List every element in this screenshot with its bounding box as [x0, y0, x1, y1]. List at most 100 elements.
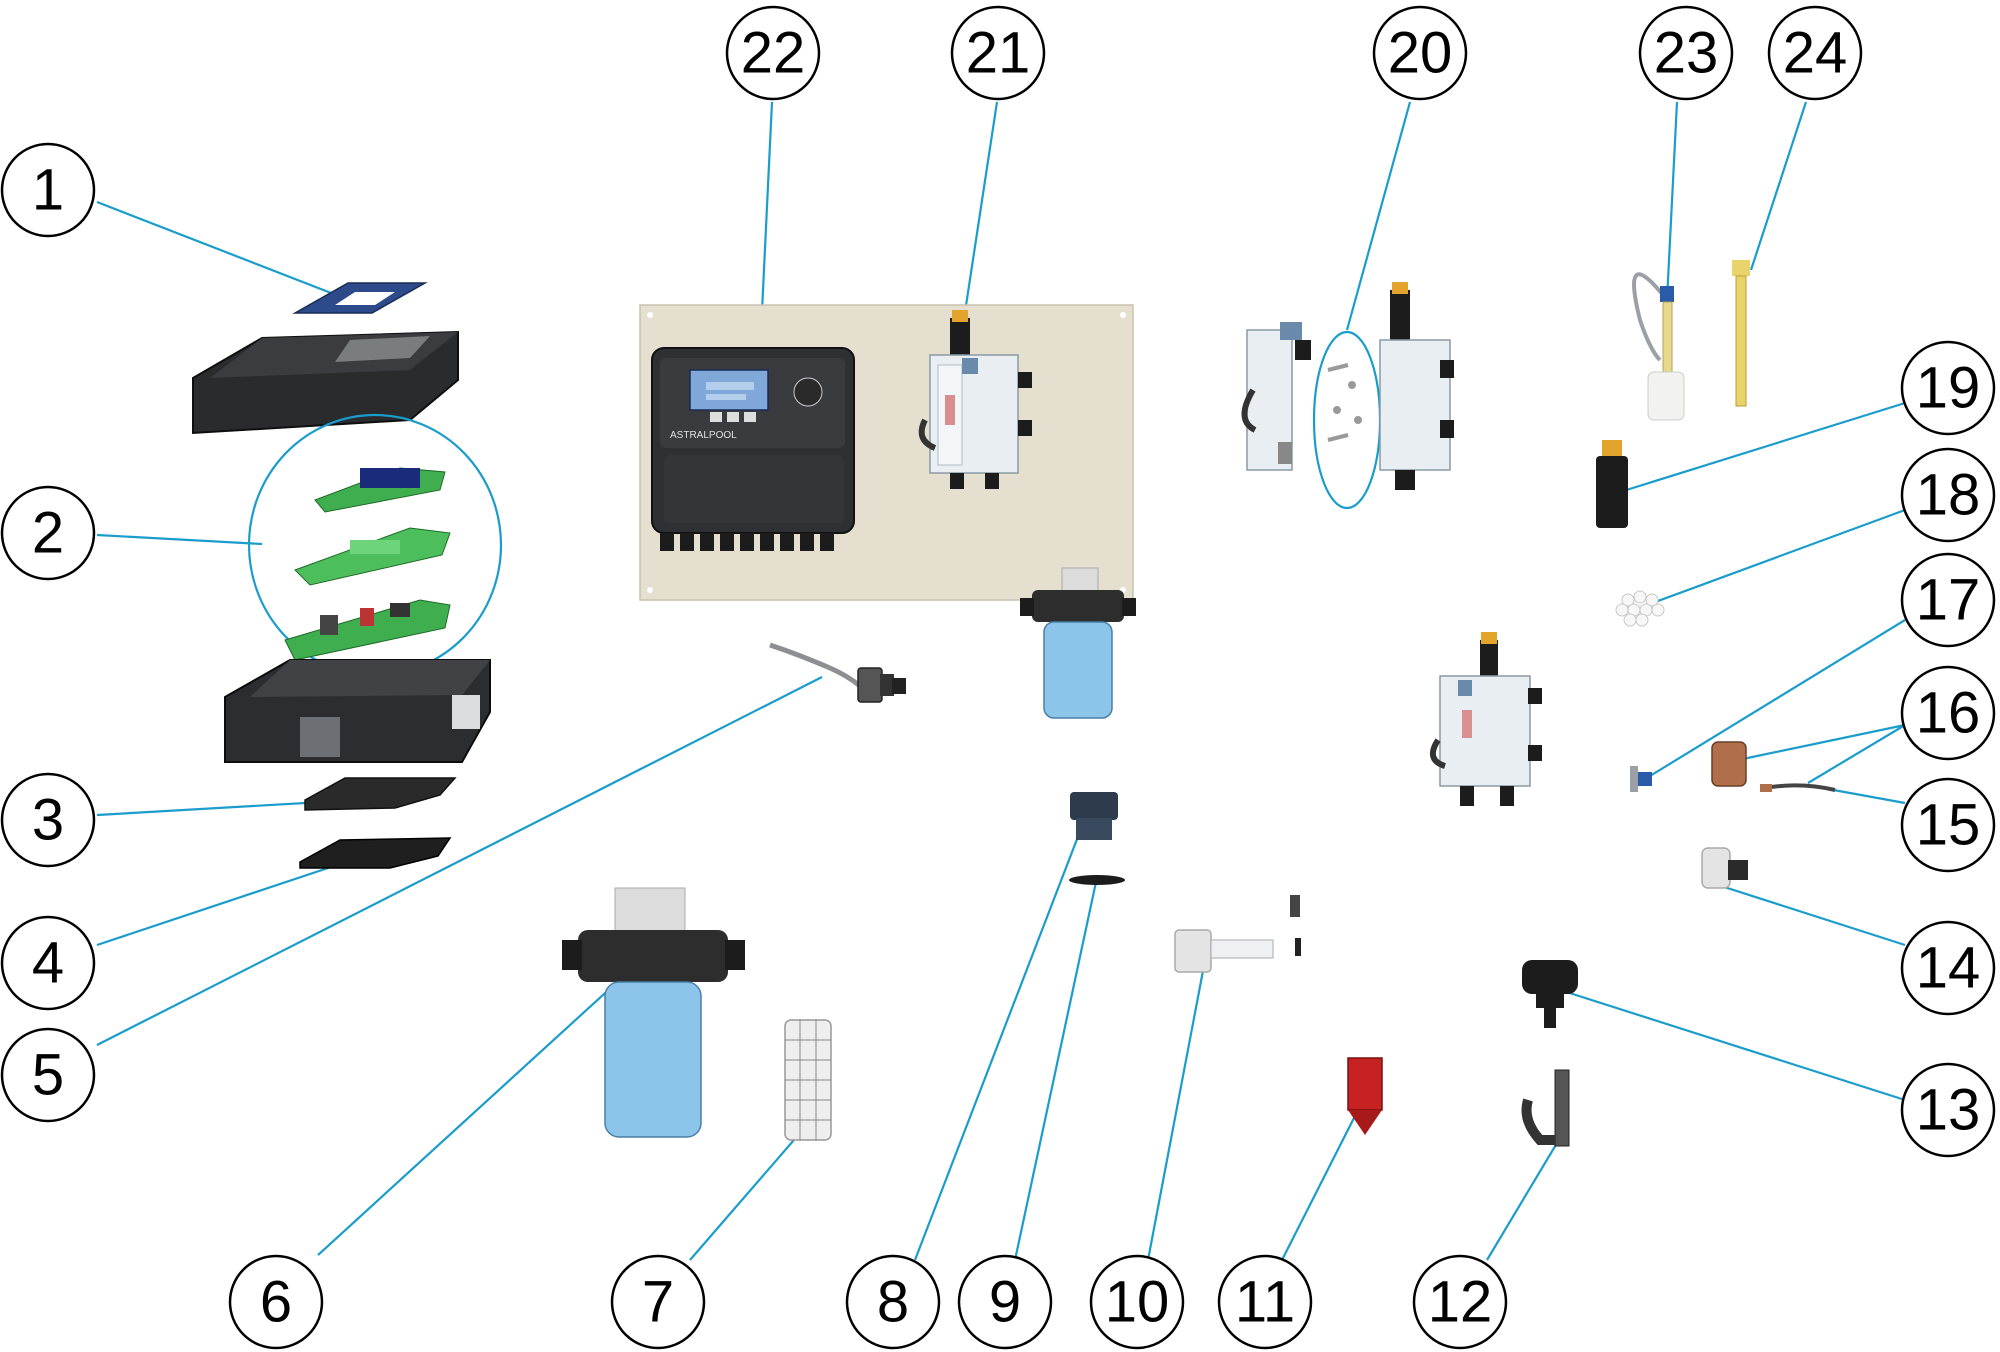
part-9-oring [1069, 875, 1125, 885]
part-11-red-tip [1347, 1057, 1383, 1135]
part-13-cap [1522, 960, 1578, 1028]
svg-text:8: 8 [877, 1270, 909, 1335]
leader-8 [913, 820, 1086, 1261]
part-17-sensor [1630, 766, 1652, 792]
part-panel-filter [1020, 567, 1136, 719]
callout-1: 1 [0, 142, 96, 238]
svg-text:17: 17 [1916, 568, 1981, 633]
callout-24: 24 [1767, 5, 1863, 101]
callout-20: 20 [1372, 5, 1468, 101]
part-controller-bottom-housing [224, 659, 491, 763]
callout-10: 10 [1089, 1254, 1185, 1350]
leader-23 [1665, 101, 1679, 301]
part-24-probe [1732, 260, 1750, 407]
svg-text:20: 20 [1388, 21, 1453, 86]
callout-17: 17 [1900, 552, 1996, 648]
callout-14: 14 [1900, 920, 1996, 1016]
part-2-circuit-boards [247, 413, 503, 677]
svg-text:22: 22 [741, 21, 806, 86]
callout-16: 16 [1900, 665, 1996, 761]
controller-brand-text: ASTRALPOOL [670, 430, 737, 441]
part-22-mounting-panel: ASTRALPOOL [639, 304, 1134, 601]
svg-text:6: 6 [260, 1270, 292, 1335]
leader-15 [1827, 787, 1906, 805]
leader-20 [1345, 101, 1412, 331]
leader-7 [689, 1132, 801, 1261]
part-21-probe-holder [918, 310, 1032, 489]
callout-22: 22 [725, 5, 821, 101]
callout-13: 13 [1900, 1062, 1996, 1158]
leader-2 [96, 533, 263, 546]
svg-text:10: 10 [1105, 1270, 1170, 1335]
part-probe-holder-assembled [1429, 632, 1542, 806]
part-7-filter-cartridge [784, 1019, 832, 1141]
callout-2: 2 [0, 485, 96, 581]
svg-text:18: 18 [1916, 463, 1981, 528]
part-10-injector [1174, 895, 1301, 973]
svg-text:13: 13 [1916, 1078, 1981, 1143]
svg-text:21: 21 [966, 21, 1031, 86]
callout-11: 11 [1217, 1254, 1313, 1350]
leader-10 [1146, 954, 1208, 1261]
part-23-probe [1632, 272, 1685, 421]
callout-21: 21 [950, 5, 1046, 101]
callout-3: 3 [0, 772, 96, 868]
leader-19 [1619, 401, 1906, 494]
part-5-cable-gland [769, 642, 906, 703]
svg-text:23: 23 [1654, 21, 1719, 86]
leader-11 [1281, 1109, 1359, 1261]
svg-text:14: 14 [1916, 936, 1981, 1001]
part-3-gasket [304, 777, 457, 811]
svg-text:12: 12 [1428, 1270, 1493, 1335]
callout-bubbles: 1 2 3 4 5 6 7 8 9 10 11 12 13 14 15 16 1… [0, 5, 1996, 1350]
leader-14 [1717, 883, 1906, 947]
callout-5: 5 [0, 1027, 96, 1123]
part-15-cable [1760, 783, 1836, 792]
part-14-fitting [1701, 847, 1748, 889]
leader-18 [1646, 508, 1906, 607]
leader-4 [96, 862, 341, 947]
part-16-ring [1711, 741, 1747, 787]
callout-18: 18 [1900, 447, 1996, 543]
part-8-plug [1070, 792, 1118, 840]
callout-12: 12 [1412, 1254, 1508, 1350]
callout-8: 8 [845, 1254, 941, 1350]
svg-text:1: 1 [32, 158, 64, 223]
part-controller-top-cover [192, 330, 459, 435]
leader-13 [1556, 987, 1906, 1102]
svg-text:15: 15 [1916, 793, 1981, 858]
svg-text:3: 3 [32, 788, 64, 853]
callout-15: 15 [1900, 777, 1996, 873]
leader-24 [1749, 101, 1808, 271]
part-19-valve [1596, 440, 1628, 528]
leader-1 [96, 200, 363, 307]
callout-6: 6 [228, 1254, 324, 1350]
callout-4: 4 [0, 915, 96, 1011]
svg-text:24: 24 [1783, 21, 1848, 86]
leader-16a [1737, 723, 1906, 762]
leader-6 [317, 962, 639, 1256]
callout-19: 19 [1900, 340, 1996, 436]
svg-text:16: 16 [1916, 681, 1981, 746]
svg-text:5: 5 [32, 1043, 64, 1108]
leader-3 [96, 799, 341, 817]
part-4-back-plate [299, 837, 452, 869]
leader-12 [1486, 1142, 1558, 1261]
svg-text:4: 4 [32, 931, 64, 996]
svg-text:11: 11 [1235, 1270, 1295, 1335]
part-20-probe-holder-exploded [1241, 282, 1454, 510]
part-6-filter-housing [562, 887, 745, 1138]
leader-17 [1649, 619, 1906, 777]
svg-text:19: 19 [1916, 356, 1981, 421]
part-1-membrane-label [292, 282, 428, 314]
callout-7: 7 [610, 1254, 706, 1350]
part-12-bracket [1521, 1069, 1570, 1147]
callout-9: 9 [957, 1254, 1053, 1350]
leader-5 [96, 676, 823, 1046]
svg-text:7: 7 [642, 1270, 674, 1335]
leader-16b [1807, 724, 1906, 784]
svg-text:2: 2 [32, 501, 64, 566]
leader-9 [1013, 881, 1098, 1261]
callout-23: 23 [1638, 5, 1734, 101]
